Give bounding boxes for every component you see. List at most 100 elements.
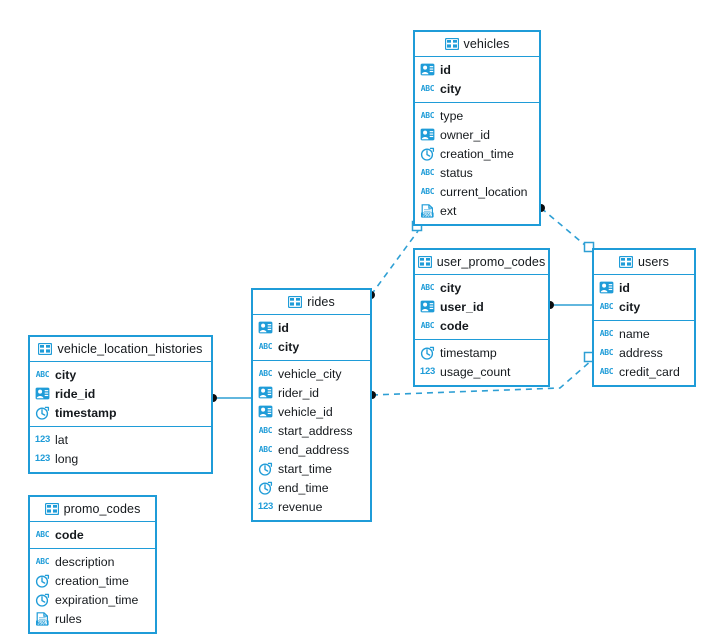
field-name: status [440,165,473,180]
field-row[interactable]: ABC credit_card [594,362,694,381]
field-row[interactable]: id [253,318,370,337]
field-row[interactable]: rider_id [253,383,370,402]
string-type-icon: ABC [258,368,273,378]
table-header-rides[interactable]: rides [253,290,370,315]
field-row[interactable]: user_id [415,297,548,316]
field-name: city [278,339,300,354]
table-header-vehicle_location_histories[interactable]: vehicle_location_histories [30,337,211,362]
string-type-icon: ABC [599,347,614,357]
field-row[interactable]: owner_id [415,125,539,144]
string-type-icon: ABC [420,320,435,330]
relationship-user_promo_codes-to-users [546,301,592,309]
clock-icon [258,481,273,495]
table-title: user_promo_codes [436,255,546,269]
field-row[interactable]: JSON rules [30,609,155,628]
field-name: city [440,81,462,96]
relationship-vehicles-to-users [537,204,595,253]
json-type-icon: JSON [420,203,435,218]
string-type-icon: ABC [258,341,273,351]
field-row[interactable]: start_time [253,459,370,478]
number-type-icon: 123 [34,452,51,464]
string-type-icon: ABC [599,366,614,376]
field-row[interactable]: ABC code [415,316,548,335]
string-type-icon: ABC [35,369,50,379]
key-field-icon [420,300,435,313]
string-type-icon: ABC [35,529,50,539]
number-type-icon: 123 [34,433,51,445]
field-name: rules [55,611,82,626]
field-name: id [619,280,630,295]
number-type-icon: 123 [257,500,274,512]
field-row[interactable]: vehicle_id [253,402,370,421]
relationship-line [370,230,419,296]
field-row[interactable]: ABC current_location [415,182,539,201]
field-row[interactable]: 123 long [30,449,211,468]
field-name: address [619,345,663,360]
string-type-icon: ABC [258,444,273,454]
field-name: long [55,451,79,466]
table-icon [417,256,432,268]
key-field-icon [420,128,435,141]
clock-icon [35,406,50,420]
field-name: current_location [440,184,528,199]
table-header-promo_codes[interactable]: promo_codes [30,497,155,522]
field-row[interactable]: id [594,278,694,297]
field-row[interactable]: end_time [253,478,370,497]
field-row[interactable]: id [415,60,539,79]
field-name: code [55,527,84,542]
field-row[interactable]: timestamp [30,403,211,422]
field-row[interactable]: ABC code [30,525,155,544]
table-header-vehicles[interactable]: vehicles [415,32,539,57]
clock-icon [35,574,50,588]
field-name: city [619,299,641,314]
field-name: start_time [278,461,332,476]
field-row[interactable]: expiration_time [30,590,155,609]
string-type-icon: ABC [420,186,435,196]
field-name: creation_time [440,146,514,161]
field-row[interactable]: JSON ext [415,201,539,220]
relationship-line [540,207,593,252]
field-row[interactable]: creation_time [415,144,539,163]
table-icon [38,343,53,355]
field-row[interactable]: timestamp [415,343,548,362]
field-name: expiration_time [55,592,139,607]
table-header-users[interactable]: users [594,250,694,275]
field-name: code [440,318,469,333]
table-header-user_promo_codes[interactable]: user_promo_codes [415,250,548,275]
clock-icon [35,593,50,607]
field-row[interactable]: ABC address [594,343,694,362]
field-row[interactable]: ride_id [30,384,211,403]
field-row[interactable]: creation_time [30,571,155,590]
field-name: usage_count [440,364,511,379]
field-name: credit_card [619,364,680,379]
table-title: rides [307,295,335,309]
field-row[interactable]: ABC city [253,337,370,356]
table-title: promo_codes [63,502,141,516]
field-name: id [278,320,289,335]
